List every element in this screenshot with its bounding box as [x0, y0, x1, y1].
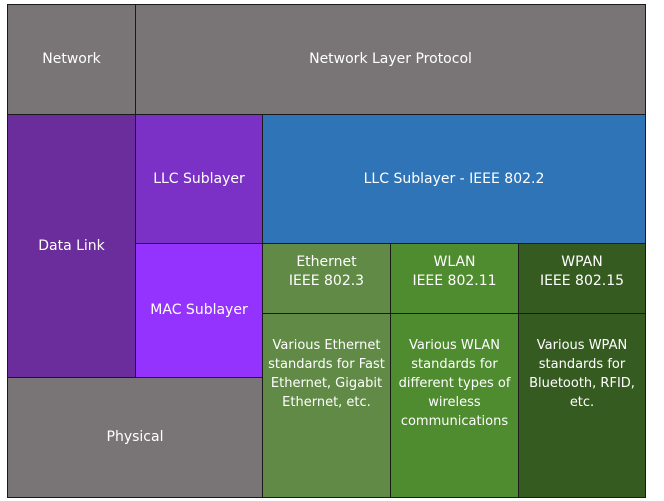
data-link-label: Data Link [7, 114, 136, 378]
wlan-description: Various WLAN standards for different typ… [390, 313, 519, 498]
llc-sublayer-label: LLC Sublayer [135, 114, 263, 244]
wpan-standard: WPAN IEEE 802.15 [518, 243, 646, 314]
ethernet-description: Various Ethernet standards for Fast Ethe… [262, 313, 391, 498]
ethernet-standard: Ethernet IEEE 802.3 [262, 243, 391, 314]
mac-sublayer-label: MAC Sublayer [135, 243, 263, 378]
wlan-standard: WLAN IEEE 802.11 [390, 243, 519, 314]
network-label: Network [7, 4, 136, 115]
wpan-description: Various WPAN standards for Bluetooth, RF… [518, 313, 646, 498]
llc-sublayer-standard: LLC Sublayer - IEEE 802.2 [262, 114, 646, 244]
physical-label: Physical [7, 377, 263, 498]
network-layer-protocol: Network Layer Protocol [135, 4, 646, 115]
